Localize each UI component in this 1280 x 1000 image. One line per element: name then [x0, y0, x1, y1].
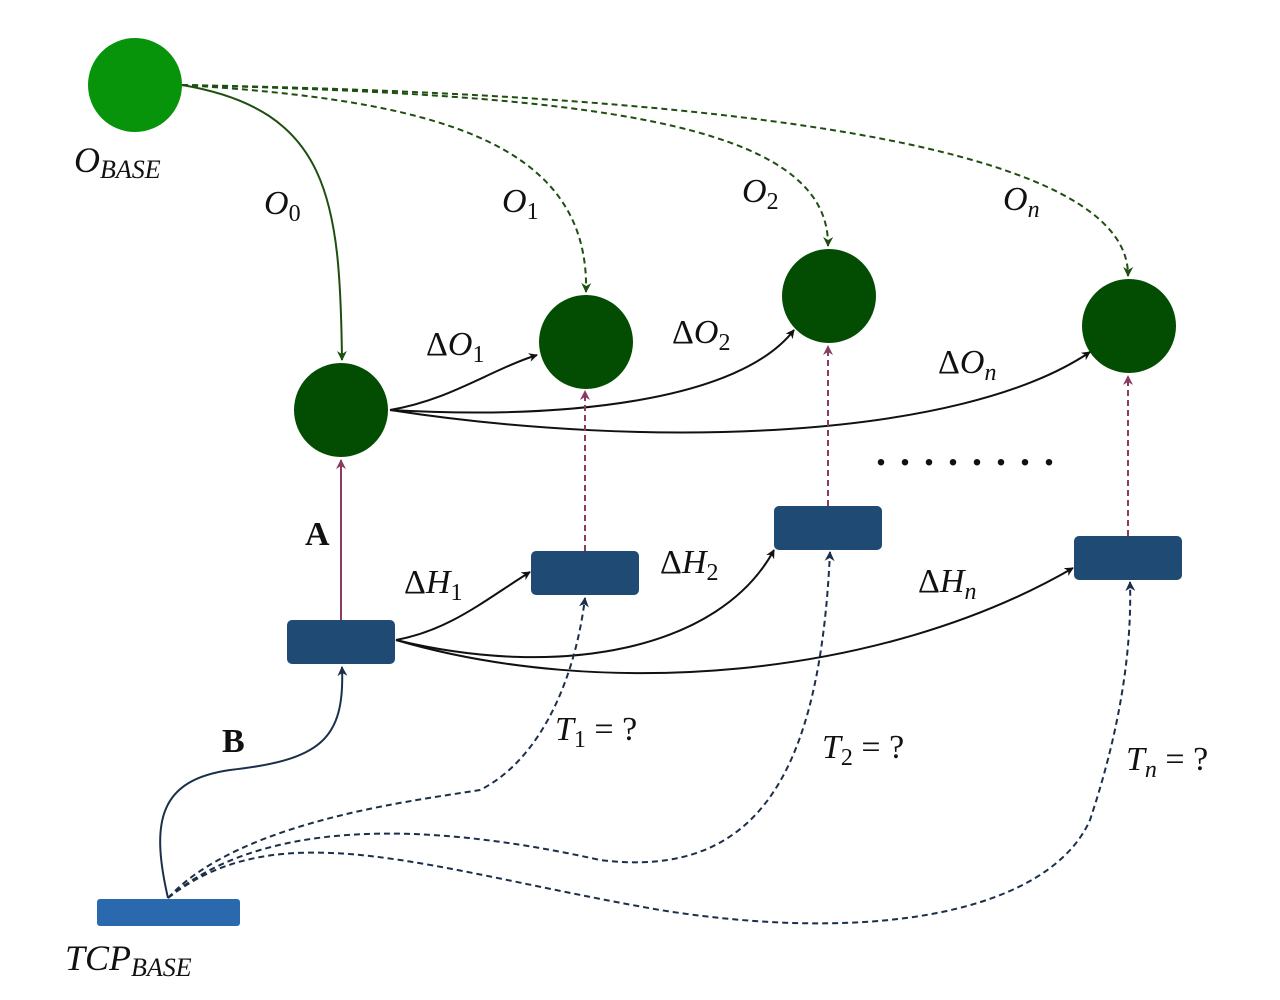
- arrow-delta-o2: [389, 329, 795, 414]
- delta-on-label: ΔOn: [938, 344, 996, 386]
- arrow-on: [181, 84, 1134, 277]
- tcpbase-rect: [97, 899, 240, 926]
- on-circle: [1082, 279, 1176, 373]
- delta-o1-label: ΔO1: [426, 326, 484, 368]
- t1-label: T1 = ?: [555, 711, 637, 753]
- t2-label: T2 = ?: [822, 729, 904, 771]
- o2-circle: [782, 249, 876, 343]
- tn-label: Tn = ?: [1126, 741, 1208, 783]
- h2-rect: [774, 506, 882, 550]
- arrow-delta-o1: [389, 353, 538, 411]
- a-label: A: [305, 516, 330, 553]
- arrow-delta-on: [389, 351, 1091, 434]
- arrow-b: [159, 666, 348, 899]
- ellipsis-dots: . . . . . . . .: [876, 429, 1056, 474]
- arrow-tn: [167, 581, 1136, 925]
- o2-label: O2: [742, 173, 779, 215]
- arrow-o2: [181, 84, 834, 247]
- arrow-delta-hn: [395, 567, 1074, 675]
- delta-h2-label: ΔH2: [660, 544, 718, 586]
- o0-label: O0: [264, 185, 301, 227]
- h1-rect: [531, 551, 639, 595]
- tcpbase-label: TCPBASE: [65, 938, 192, 982]
- arrow-t2: [167, 551, 835, 899]
- arrow-t1: [167, 597, 589, 899]
- arrow-o0: [181, 84, 347, 361]
- hn-rect: [1074, 536, 1182, 580]
- delta-hn-label: ΔHn: [918, 563, 976, 605]
- o0-circle: [294, 363, 388, 457]
- arrow-delta-h2: [395, 549, 775, 659]
- on-label: On: [1003, 181, 1040, 223]
- o1-label: O1: [502, 183, 539, 225]
- delta-h1-label: ΔH1: [404, 564, 462, 606]
- obase-circle: [88, 38, 182, 132]
- delta-o2-label: ΔO2: [672, 314, 730, 356]
- h0-rect: [287, 620, 395, 664]
- arrow-o1: [181, 84, 592, 293]
- o1-circle: [539, 295, 633, 389]
- obase-label: OBASE: [74, 140, 161, 184]
- arrow-delta-h1: [395, 571, 531, 641]
- b-label: B: [222, 723, 245, 760]
